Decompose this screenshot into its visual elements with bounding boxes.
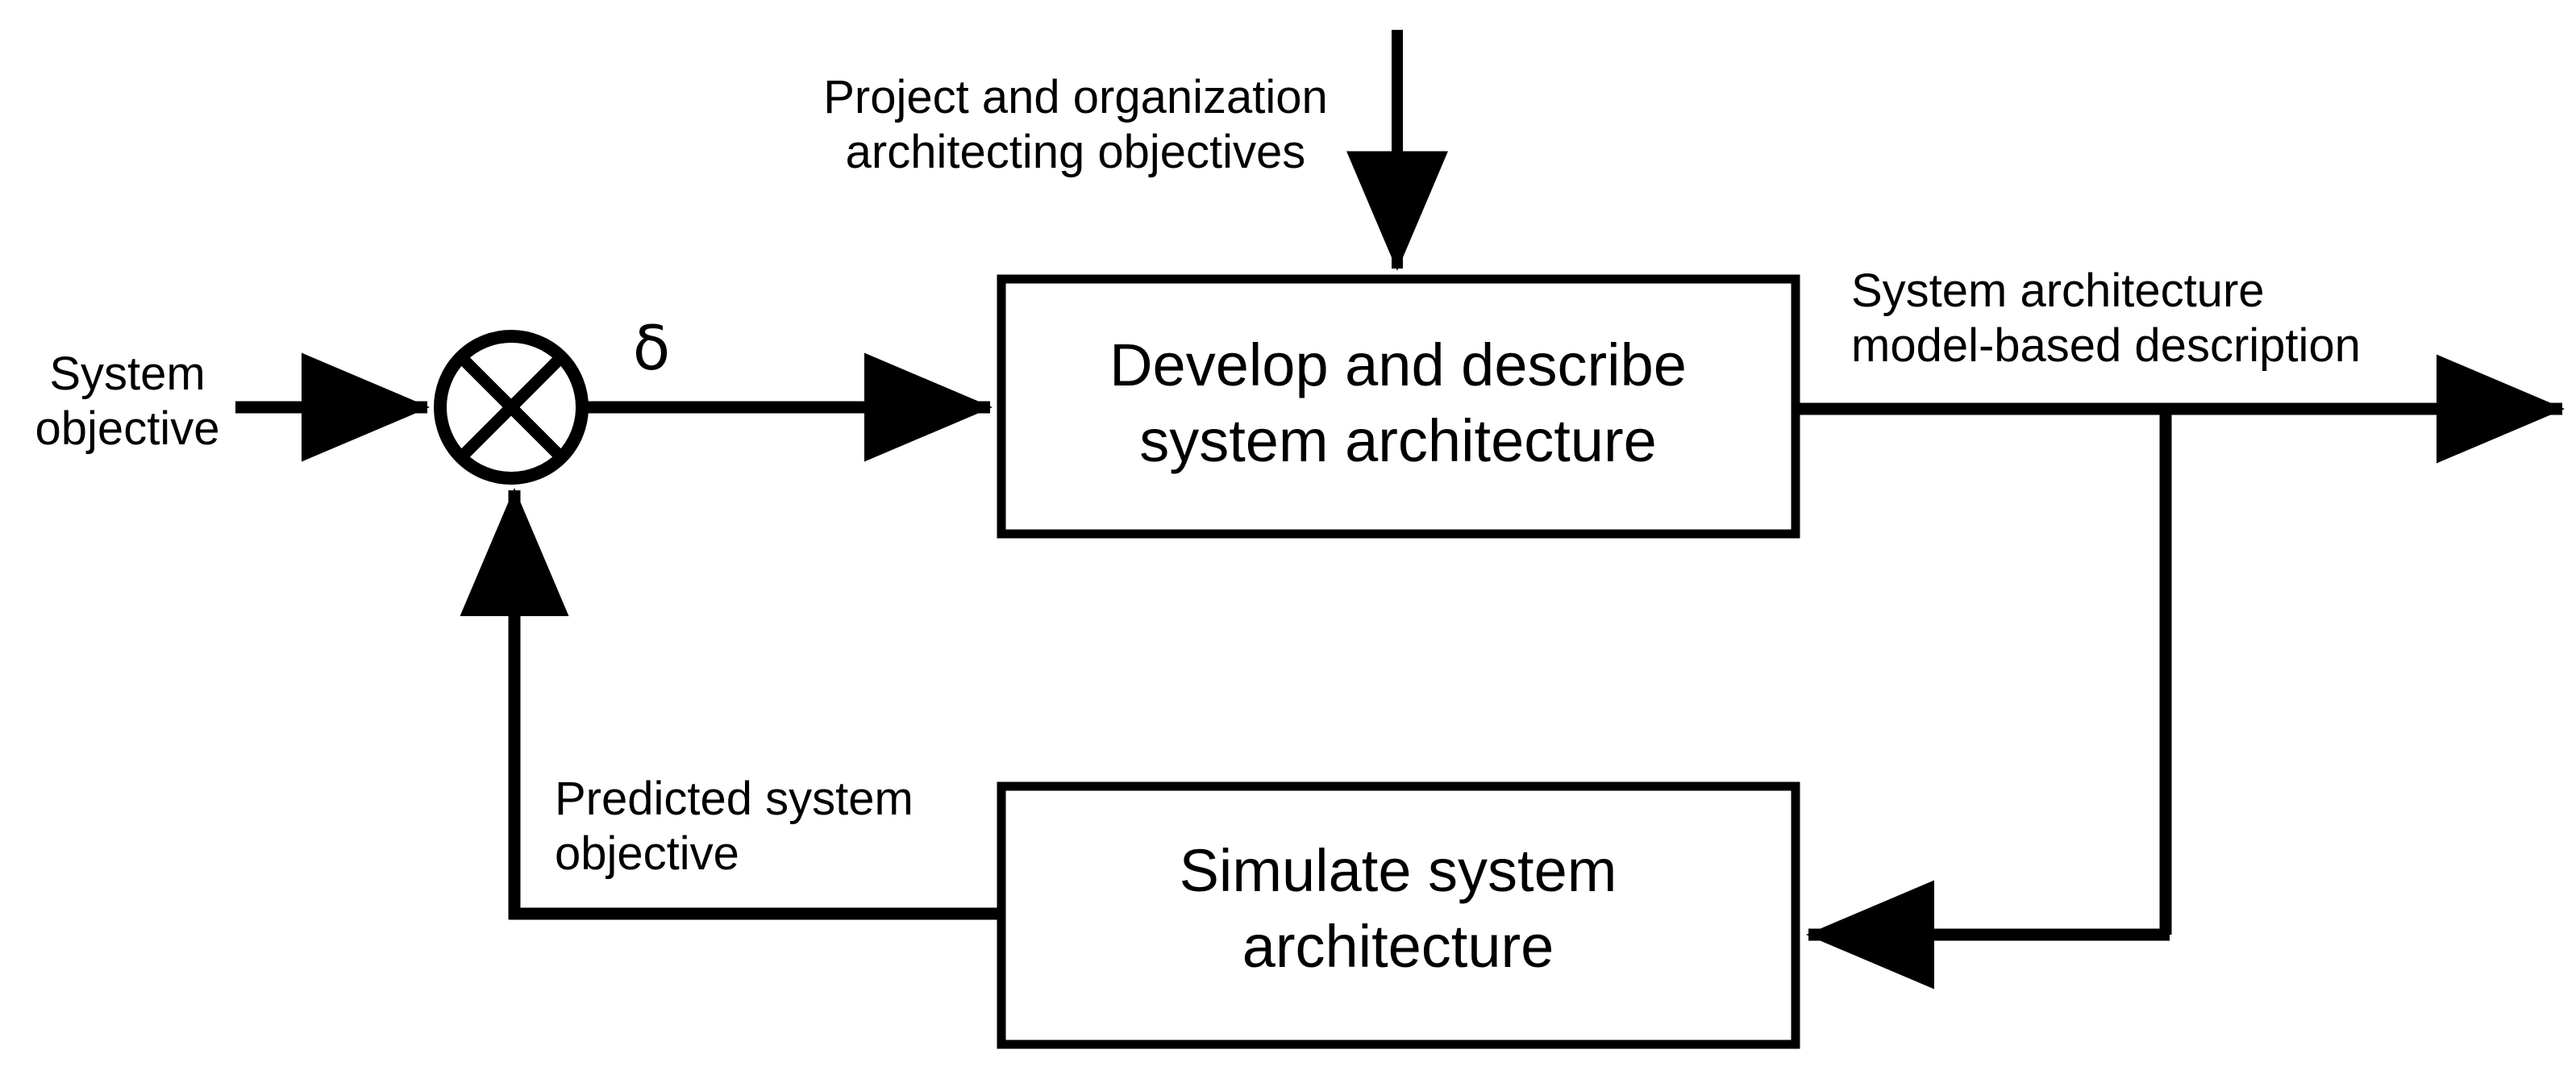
block-develop-describe[interactable] bbox=[997, 274, 1800, 539]
label-system-objective-line1: System bbox=[49, 348, 205, 400]
block-simulate-label-line2: architecture bbox=[1242, 913, 1554, 980]
label-top-input-line1: Project and organization bbox=[823, 71, 1328, 123]
block-simulate-label-line1: Simulate system bbox=[1180, 837, 1617, 904]
label-output-line2: model-based description bbox=[1851, 319, 2361, 372]
label-top-input-line2: architecting objectives bbox=[846, 126, 1306, 178]
block-develop-label-line2: system architecture bbox=[1139, 407, 1657, 474]
block-simulate[interactable] bbox=[997, 781, 1800, 1049]
label-output-line1: System architecture bbox=[1851, 265, 2265, 317]
block-develop-label-line1: Develop and describe bbox=[1109, 331, 1687, 398]
label-feedback-line1: Predicted system bbox=[555, 773, 913, 825]
label-system-objective-line2: objective bbox=[35, 402, 220, 455]
summing-junction-cross-stroke-b bbox=[456, 352, 566, 462]
label-feedback-line2: objective bbox=[555, 827, 739, 880]
label-error-symbol-delta: δ bbox=[633, 312, 671, 384]
